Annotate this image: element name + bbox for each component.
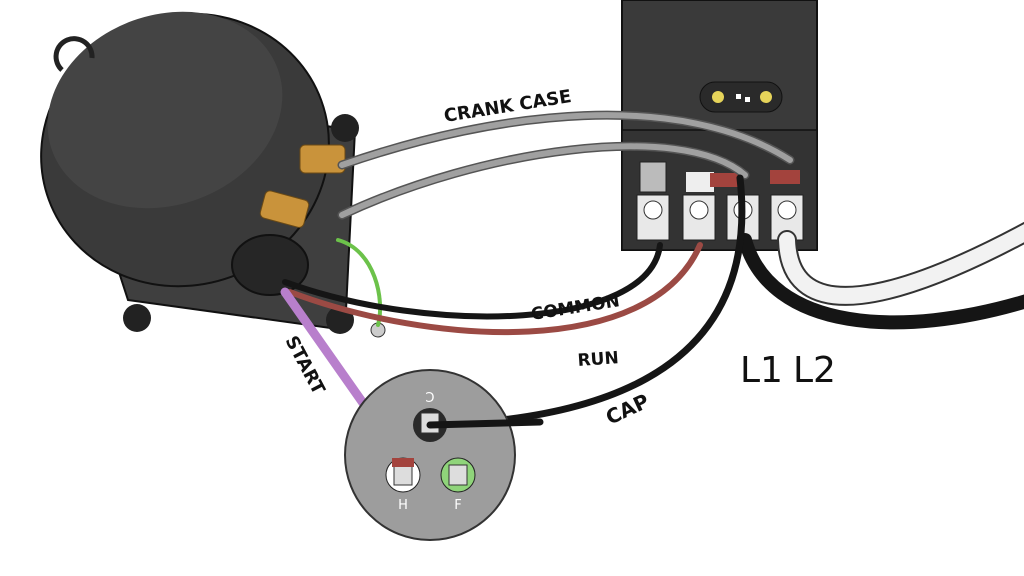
common-wire <box>282 242 663 320</box>
capacitor: C H F <box>344 369 544 541</box>
capacitor-terminal-c: C <box>425 388 434 403</box>
label-l1: L1 <box>740 350 783 391</box>
l1-wire <box>738 233 1024 330</box>
contactor <box>621 0 818 251</box>
run-wire <box>287 242 703 336</box>
label-l2: L2 <box>793 350 836 391</box>
compressor <box>40 11 386 338</box>
capacitor-terminal-h: H <box>398 498 408 513</box>
label-run: RUN <box>577 348 619 371</box>
capacitor-terminal-f: F <box>454 498 461 513</box>
